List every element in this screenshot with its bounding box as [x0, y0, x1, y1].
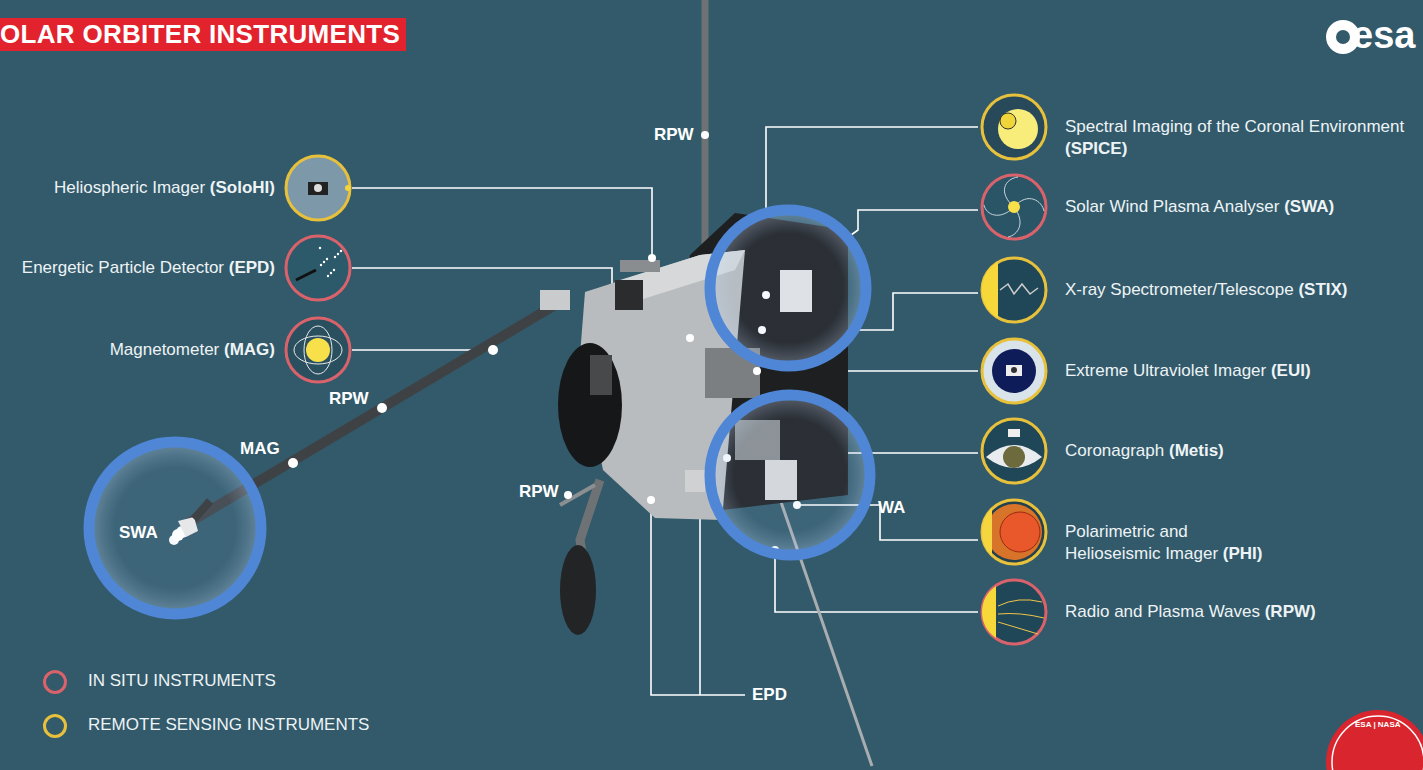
legend-text: IN SITU INSTRUMENTS	[88, 671, 276, 691]
mount-points-part	[648, 254, 656, 262]
highlight-circle	[82, 435, 268, 621]
instrument-icon	[282, 314, 354, 386]
mount-points-part	[647, 496, 655, 504]
instrument-node: Magnetometer (MAG)	[0, 314, 354, 386]
highlight-circles	[710, 210, 870, 555]
instrument-label: Coronagraph (Metis)	[1065, 440, 1415, 462]
instrument-icon	[282, 152, 354, 224]
highlight-circle-node: SWA	[82, 435, 268, 621]
logo-text: esa	[1352, 14, 1415, 57]
spacecraft-body	[185, 0, 872, 766]
leader-lines	[352, 127, 978, 695]
instrument-icon	[978, 254, 1050, 326]
spacecraft-body-part	[685, 470, 705, 492]
instrument-icon	[978, 171, 1050, 243]
sensor-label: SWA	[119, 523, 158, 543]
title-banner: OLAR ORBITER INSTRUMENTS	[0, 18, 406, 51]
mount-points-part	[564, 491, 572, 499]
leader-lines-part	[775, 550, 978, 612]
esa-nasa-badge-part	[1332, 716, 1423, 770]
instrument-label: Spectral Imaging of the Coronal Environm…	[1065, 116, 1423, 160]
legend-swatch	[43, 670, 67, 694]
instrument-node: Energetic Particle Detector (EPD)	[0, 232, 354, 304]
legend-row: IN SITU INSTRUMENTS	[40, 668, 440, 696]
instrument-icon	[978, 496, 1050, 568]
esa-nasa-badge	[1326, 710, 1423, 770]
instrument-node: Radio and Plasma Waves (RPW)	[978, 576, 1423, 648]
part-label: EPD	[752, 685, 787, 705]
part-label: RPW	[329, 389, 369, 409]
instrument-label: X-ray Spectrometer/Telescope (STIX)	[1065, 279, 1415, 301]
instrument-label: Polarimetric and Helioseismic Imager (PH…	[1065, 521, 1287, 565]
mount-points-part	[686, 334, 694, 342]
legend-row: REMOTE SENSING INSTRUMENTS	[40, 712, 440, 740]
part-label: RPW	[519, 482, 559, 502]
esa-logo-mark-part	[1336, 30, 1350, 44]
instrument-node: Extreme Ultraviolet Imager (EUI)	[978, 335, 1423, 407]
highlight-circles-part	[710, 210, 866, 366]
instrument-node: Spectral Imaging of the Coronal Environm…	[978, 91, 1423, 163]
leader-lines-part	[352, 188, 652, 258]
instrument-label: Magnetometer (MAG)	[110, 339, 275, 361]
spacecraft-body-part	[560, 545, 596, 635]
mount-points-part	[488, 345, 498, 355]
instrument-label: Radio and Plasma Waves (RPW)	[1065, 601, 1415, 623]
spacecraft-body-part	[590, 355, 612, 395]
part-label: MAG	[240, 439, 280, 459]
instrument-icon	[282, 232, 354, 304]
esa-nasa-badge-part	[1326, 710, 1423, 770]
mount-points-part	[753, 367, 761, 375]
part-label: WA	[878, 498, 905, 518]
instrument-label: Heliospheric Imager (SoloHI)	[54, 177, 275, 199]
spacecraft-body-part	[560, 485, 595, 505]
instrument-node: X-ray Spectrometer/Telescope (STIX)	[978, 254, 1423, 326]
instrument-label: Extreme Ultraviolet Imager (EUI)	[1065, 360, 1415, 382]
instrument-icon	[978, 576, 1050, 648]
spacecraft-body-part	[620, 260, 660, 272]
badge-text: ESA | NASA	[1355, 720, 1401, 729]
mount-points-part	[288, 458, 298, 468]
instrument-node: Heliospheric Imager (SoloHI)	[0, 152, 354, 224]
instrument-label: Energetic Particle Detector (EPD)	[22, 257, 275, 279]
instrument-label: Solar Wind Plasma Analyser (SWA)	[1065, 196, 1415, 218]
instrument-icon	[978, 91, 1050, 163]
instrument-icon	[978, 335, 1050, 407]
spacecraft-body-part	[615, 280, 643, 310]
highlight-circles-part	[710, 395, 870, 555]
instrument-node: Solar Wind Plasma Analyser (SWA)	[978, 171, 1423, 243]
part-label: RPW	[654, 125, 694, 145]
legend-text: REMOTE SENSING INSTRUMENTS	[88, 715, 369, 735]
mount-points-part	[377, 403, 387, 413]
instrument-node: Polarimetric and Helioseismic Imager (PH…	[978, 496, 1423, 568]
spacecraft-body-part	[558, 343, 622, 467]
legend-swatch	[43, 714, 67, 738]
instrument-icon	[978, 415, 1050, 487]
spacecraft-body-part	[540, 290, 570, 310]
mount-points-part	[701, 131, 709, 139]
instrument-node: Coronagraph (Metis)	[978, 415, 1423, 487]
